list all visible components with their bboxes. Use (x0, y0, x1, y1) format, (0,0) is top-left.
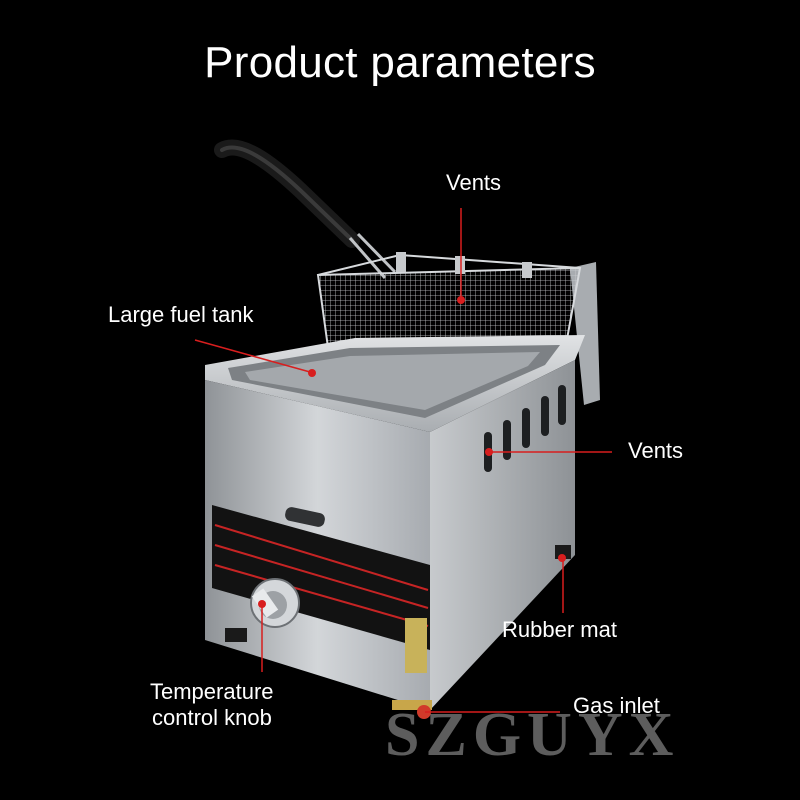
oil-tank (205, 335, 585, 432)
watermark: SZGUYX (385, 701, 680, 769)
label-large-fuel-tank: Large fuel tank (108, 302, 254, 327)
label-temperature-line2: control knob (152, 705, 272, 730)
basket-hanger-bracket (570, 262, 600, 405)
foot-left (225, 628, 247, 642)
front-slot (285, 507, 325, 527)
label-temperature-line1: Temperature (150, 679, 274, 704)
temperature-knob (250, 578, 300, 628)
label-vents-top: Vents (446, 170, 502, 195)
control-panel-strip (212, 505, 430, 673)
label-vents-side: Vents (628, 438, 684, 463)
page-title: Product parameters (204, 38, 596, 87)
callout-lines (194, 208, 612, 713)
fryer-side-panel (430, 360, 575, 710)
label-gas-inlet: Gas inlet (573, 693, 660, 718)
gas-inlet-pipe (392, 700, 432, 719)
label-rubber-mat: Rubber mat (502, 617, 617, 642)
basket-handle (214, 139, 397, 279)
